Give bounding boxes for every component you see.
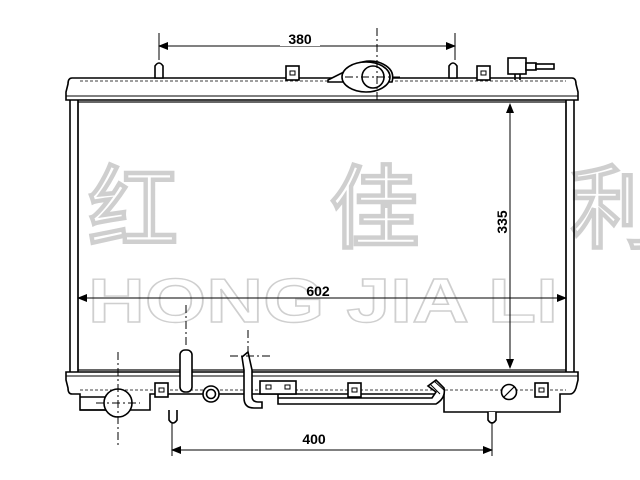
watermark-chinese: 红 佳 利 xyxy=(88,157,640,262)
radiator-core xyxy=(77,101,567,371)
bottom-pin-left xyxy=(168,410,178,424)
bent-pipe xyxy=(241,350,263,409)
top-pin-left xyxy=(154,62,164,79)
dimension-core-height: 335 xyxy=(494,210,510,234)
dimension-top-width: 380 xyxy=(288,31,312,47)
top-bracket-center-hole xyxy=(289,70,296,76)
top-pin-right xyxy=(448,62,458,79)
bottom-pin-right xyxy=(487,412,497,424)
drain-plug xyxy=(202,385,220,403)
bottom-bracket-center-hole xyxy=(351,387,358,393)
top-tank xyxy=(65,77,579,101)
dimension-bottom-width: 400 xyxy=(302,431,326,447)
temperature-sensor xyxy=(507,57,555,80)
bottom-bracket-right-hole xyxy=(538,387,545,393)
bottom-right-plug xyxy=(500,383,518,401)
dimension-core-width: 602 xyxy=(306,283,330,299)
watermark-latin: HONG JIA LI xyxy=(88,267,558,336)
side-tube-left xyxy=(69,100,79,372)
watermark: 红 佳 利 HONG JIA LI xyxy=(87,156,640,337)
transmission-cooler xyxy=(259,378,446,405)
dim-top-bg xyxy=(280,30,320,46)
center-lines xyxy=(96,28,400,448)
top-bracket-right-hole xyxy=(480,70,487,76)
bottom-bracket-left-hole xyxy=(158,387,165,393)
hose-stub xyxy=(179,349,193,393)
